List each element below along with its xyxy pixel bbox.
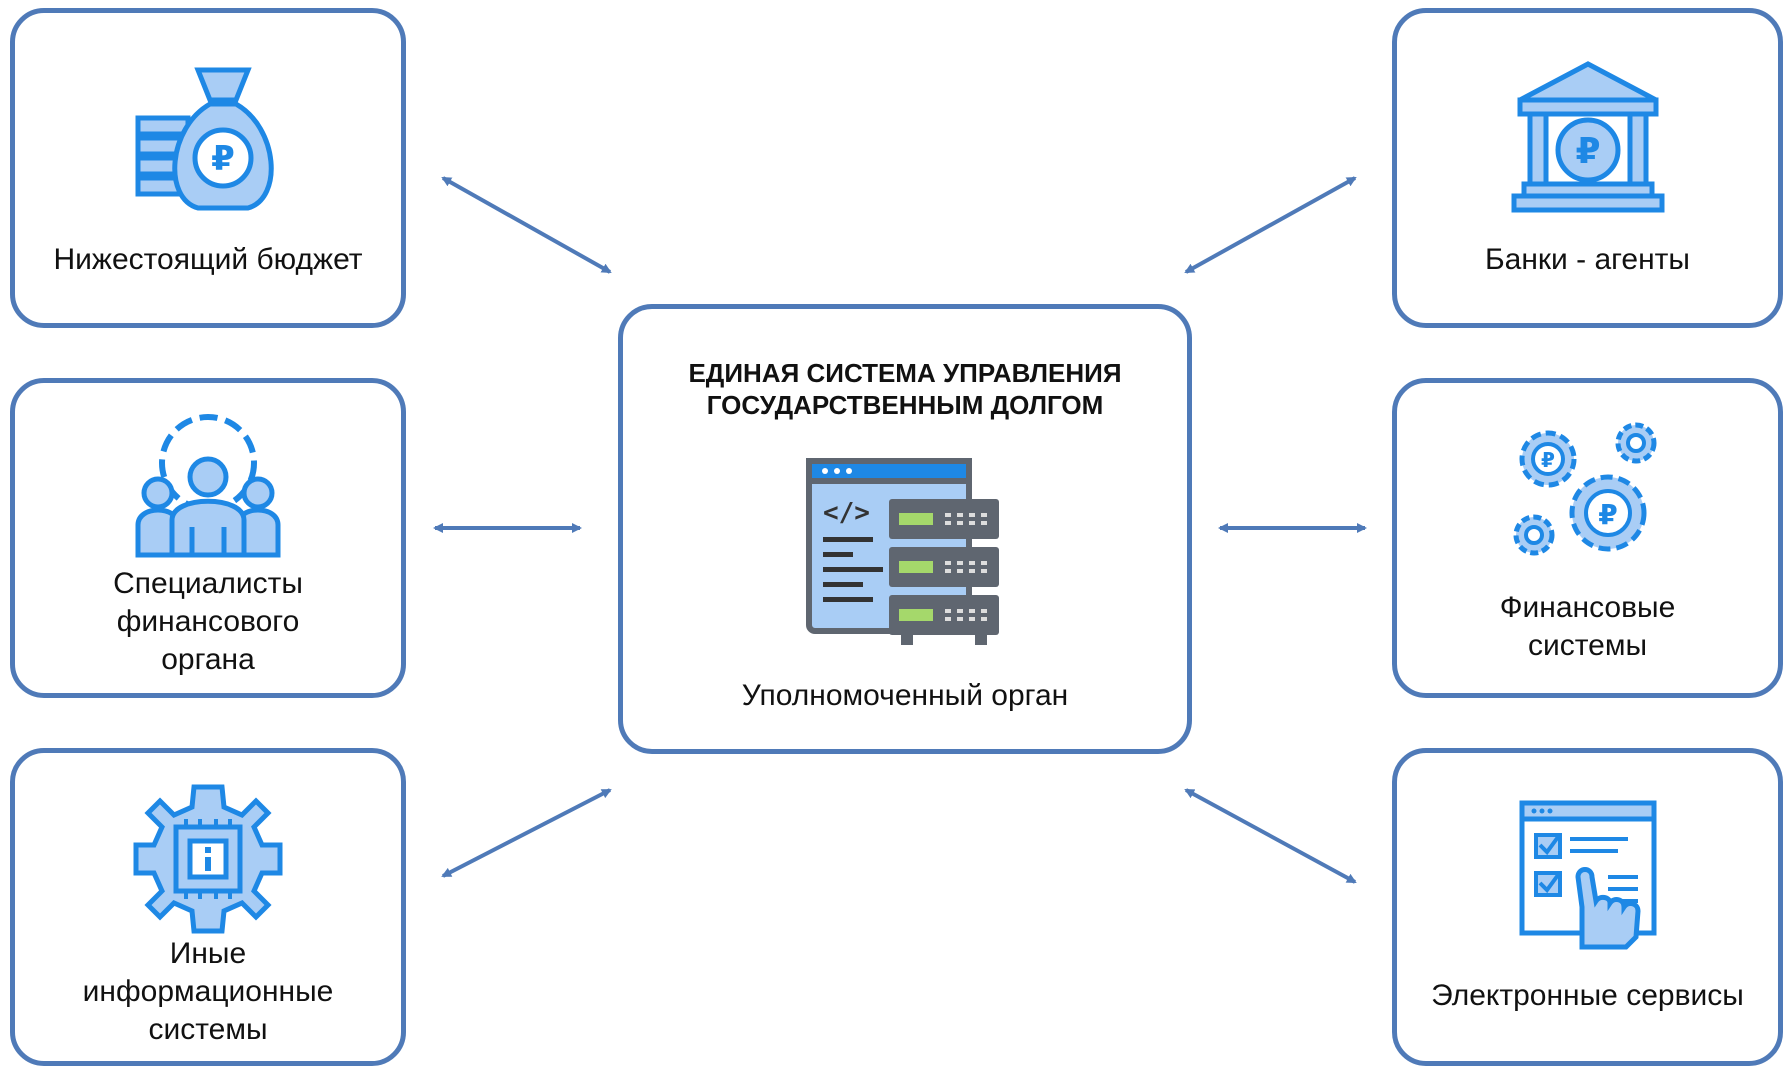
- node-banks: ₽ Банки - агенты: [1392, 8, 1783, 328]
- node-other-systems-label: Иные информационные системы: [82, 937, 334, 1046]
- node-budget: ₽ Нижестоящий бюджет: [10, 8, 406, 328]
- svg-text:₽: ₽: [1541, 448, 1555, 472]
- center-node: ЕДИНАЯ СИСТЕМА УПРАВЛЕНИЯ ГОСУДАРСТВЕННЫ…: [618, 304, 1192, 754]
- arrow-budget: [441, 176, 612, 274]
- node-specialists-label: Специалисты финансового органа: [113, 567, 303, 676]
- svg-text:₽: ₽: [1575, 131, 1600, 172]
- center-label: Уполномоченный орган: [741, 679, 1069, 712]
- bank-ruble-icon: ₽: [1508, 58, 1668, 218]
- svg-text:₽: ₽: [1598, 498, 1617, 531]
- node-financial-systems: ₽ ₽ Финансовые системы: [1392, 378, 1783, 698]
- checklist-hand-icon: [1508, 797, 1668, 957]
- node-budget-label: Нижестоящий бюджет: [53, 243, 363, 276]
- node-e-services: Электронные сервисы: [1392, 748, 1783, 1066]
- money-bag-ruble-icon: ₽: [128, 58, 288, 218]
- node-other-systems: Иные информационные системы: [10, 748, 406, 1066]
- gears-ruble-icon: ₽ ₽: [1508, 413, 1668, 573]
- svg-text:₽: ₽: [211, 139, 235, 179]
- team-gear-icon: [128, 405, 288, 565]
- svg-text:</>: </>: [823, 498, 870, 528]
- chip-gear-icon: [128, 779, 288, 939]
- server-code-icon: </>: [805, 457, 1005, 657]
- node-e-services-label: Электронные сервисы: [1431, 979, 1744, 1012]
- node-specialists: Специалисты финансового органа: [10, 378, 406, 698]
- node-banks-label: Банки - агенты: [1484, 243, 1690, 276]
- center-title: ЕДИНАЯ СИСТЕМА УПРАВЛЕНИЯ ГОСУДАРСТВЕННЫ…: [688, 358, 1122, 420]
- arrow-banks: [1184, 176, 1357, 274]
- arrow-e-services: [1184, 788, 1357, 884]
- arrow-other-systems: [441, 788, 612, 878]
- node-financial-systems-label: Финансовые системы: [1499, 591, 1676, 662]
